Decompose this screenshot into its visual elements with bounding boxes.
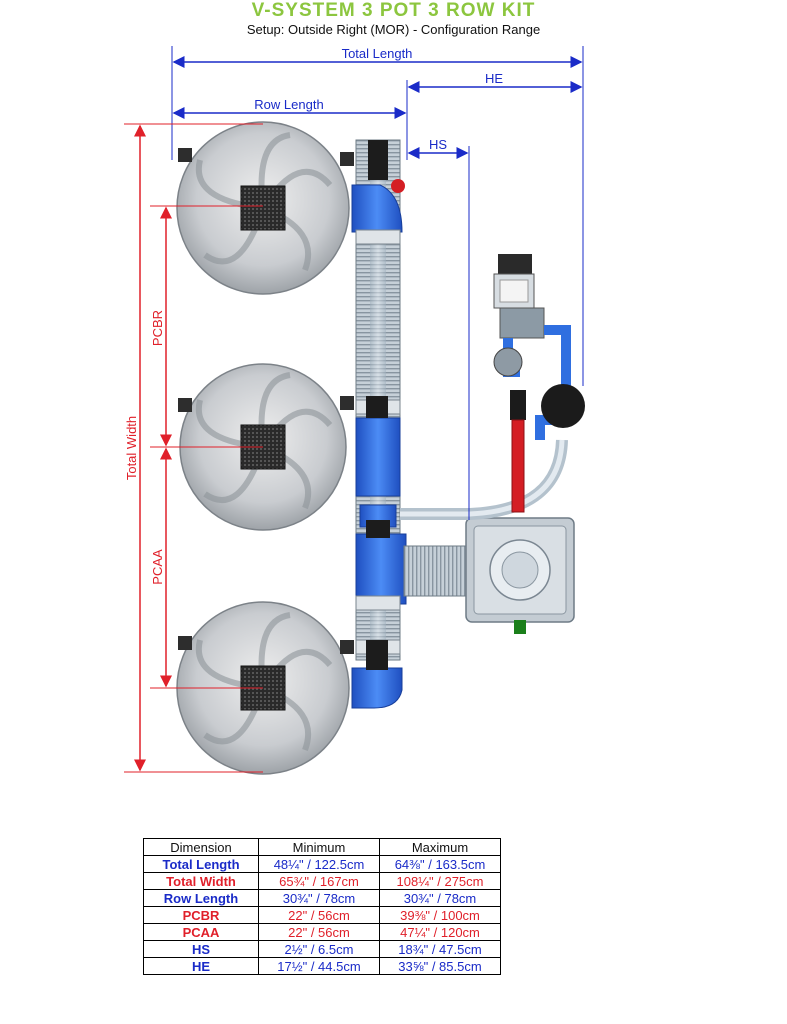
header-minimum: Minimum bbox=[258, 838, 380, 856]
table-cell-max: 30¾" / 78cm bbox=[379, 889, 501, 907]
table-cell-min: 22" / 56cm bbox=[258, 906, 380, 924]
table-cell-name: PCAA bbox=[143, 923, 259, 941]
label-row-length: Row Length bbox=[254, 97, 323, 112]
table-cell-max: 18¾" / 47.5cm bbox=[379, 940, 501, 958]
total-width-dimension bbox=[124, 123, 263, 773]
label-pcaa: PCAA bbox=[150, 549, 165, 585]
header-dimension: Dimension bbox=[143, 838, 259, 856]
label-total-width: Total Width bbox=[124, 416, 139, 480]
total-length-dimension bbox=[171, 46, 584, 386]
header-maximum: Maximum bbox=[379, 838, 501, 856]
table-cell-min: 22" / 56cm bbox=[258, 923, 380, 941]
reservoir bbox=[403, 517, 575, 634]
table-cell-name: HE bbox=[143, 957, 259, 975]
pcbr-dimension bbox=[150, 205, 263, 448]
table-cell-name: PCBR bbox=[143, 906, 259, 924]
hs-dimension bbox=[407, 146, 470, 520]
he-dimension bbox=[406, 80, 583, 160]
table-cell-name: HS bbox=[143, 940, 259, 958]
table-cell-min: 2½" / 6.5cm bbox=[258, 940, 380, 958]
black-fittings bbox=[366, 140, 405, 670]
table-cell-min: 30¾" / 78cm bbox=[258, 889, 380, 907]
label-he: HE bbox=[485, 71, 503, 86]
label-hs: HS bbox=[429, 137, 447, 152]
table-cell-max: 47¼" / 120cm bbox=[379, 923, 501, 941]
label-pcbr: PCBR bbox=[150, 310, 165, 346]
page-title: V-SYSTEM 3 POT 3 ROW KIT bbox=[251, 0, 536, 21]
pump-assembly bbox=[493, 254, 585, 513]
table-cell-max: 64⅜" / 163.5cm bbox=[379, 855, 501, 873]
table-cell-max: 108¼" / 275cm bbox=[379, 872, 501, 890]
table-header-row: Dimension Minimum Maximum bbox=[143, 838, 501, 856]
page-subtitle: Setup: Outside Right (MOR) - Configurati… bbox=[246, 22, 541, 37]
system-diagram: Total Length HE Row Length HS Total Widt… bbox=[124, 46, 585, 775]
table-cell-min: 48¼" / 122.5cm bbox=[258, 855, 380, 873]
pot-top bbox=[176, 121, 354, 295]
table-cell-name: Row Length bbox=[143, 889, 259, 907]
table-cell-min: 17½" / 44.5cm bbox=[258, 957, 380, 975]
table-cell-name: Total Width bbox=[143, 872, 259, 890]
return-tube bbox=[400, 439, 568, 520]
table-cell-name: Total Length bbox=[143, 855, 259, 873]
label-total-length: Total Length bbox=[342, 46, 413, 61]
pcaa-dimension bbox=[150, 447, 263, 689]
table-cell-max: 39⅜" / 100cm bbox=[379, 906, 501, 924]
table-cell-min: 65¾" / 167cm bbox=[258, 872, 380, 890]
table-cell-max: 33⅝" / 85.5cm bbox=[379, 957, 501, 975]
